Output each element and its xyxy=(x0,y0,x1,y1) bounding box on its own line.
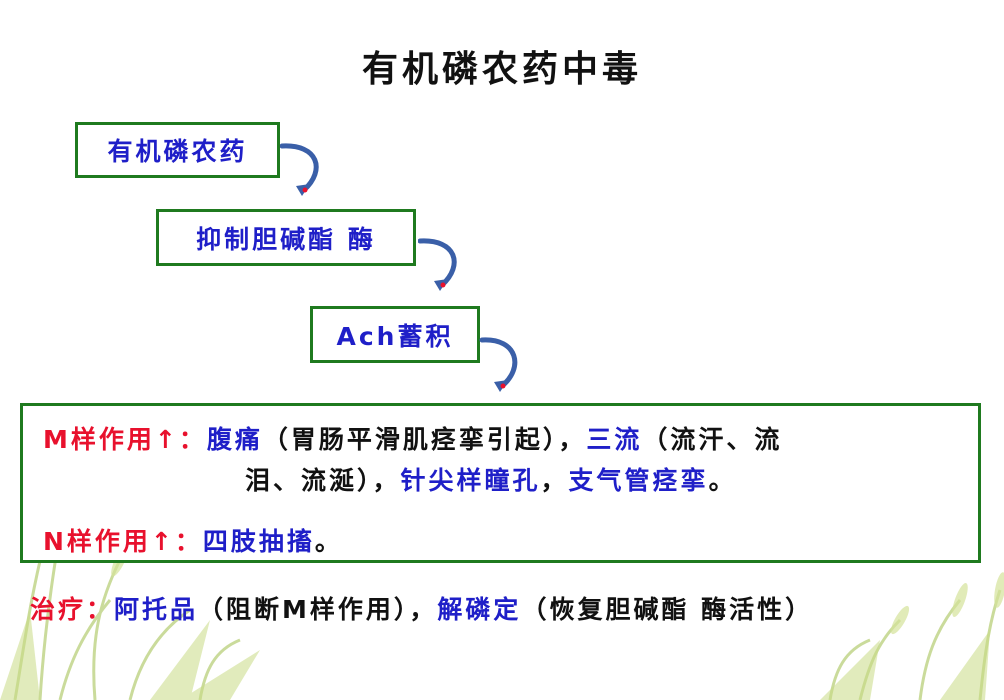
treatment-note: （恢复胆碱酯 酶活性） xyxy=(521,595,814,624)
m-effects-line1: M样作用↑：腹痛（胃肠平滑肌痉挛引起），三流（流汗、流 xyxy=(43,420,782,456)
flow-box-inhibit-cholinesterase: 抑制胆碱酯 酶 xyxy=(156,209,416,266)
treatment-note: （阻断M样作用）， xyxy=(198,595,438,624)
m-effect-note: 泪、流涎）， xyxy=(245,466,401,495)
effects-box: M样作用↑：腹痛（胃肠平滑肌痉挛引起），三流（流汗、流 泪、流涎），针尖样瞳孔，… xyxy=(20,403,981,563)
curved-arrow-icon xyxy=(280,143,319,196)
flow-box-organophosphate: 有机磷农药 xyxy=(75,122,280,178)
n-effect-end: 。 xyxy=(314,527,343,556)
m-effect-three-flows: 三流 xyxy=(586,425,643,454)
treatment-drug-pralidoxime: 解磷定 xyxy=(437,595,522,624)
m-effect-note: （胃肠平滑肌痉挛引起）， xyxy=(262,425,587,454)
m-effect-end: 。 xyxy=(708,466,737,495)
flow-box-label: 抑制胆碱酯 酶 xyxy=(196,224,376,254)
m-effect-pinpoint-pupils: 针尖样瞳孔 xyxy=(400,466,541,495)
m-effect-abdominal-pain: 腹痛 xyxy=(206,425,263,454)
n-effect-convulsions: 四肢抽搐 xyxy=(202,527,315,556)
n-effects-label: N样作用↑： xyxy=(43,527,203,556)
treatment-label: 治疗： xyxy=(30,595,115,624)
flow-box-ach-accumulation: Ach蓄积 xyxy=(310,306,480,363)
m-effect-separator: ， xyxy=(540,466,569,495)
m-effect-bronchospasm: 支气管痉挛 xyxy=(568,466,709,495)
treatment-line: 治疗：阿托品（阻断M样作用），解磷定（恢复胆碱酯 酶活性） xyxy=(30,590,813,626)
treatment-drug-atropine: 阿托品 xyxy=(114,595,199,624)
m-effects-line2: 泪、流涎），针尖样瞳孔，支气管痉挛。 xyxy=(245,461,737,497)
curved-arrow-icon xyxy=(418,238,457,291)
m-effect-note: （流汗、流 xyxy=(642,425,783,454)
curved-arrow-icon xyxy=(479,337,518,392)
flow-box-label: Ach蓄积 xyxy=(336,321,454,351)
n-effects-line: N样作用↑：四肢抽搐。 xyxy=(43,522,343,558)
flow-box-label: 有机磷农药 xyxy=(107,137,248,166)
m-effects-label: M样作用↑： xyxy=(43,425,207,454)
page-title: 有机磷农药中毒 xyxy=(361,48,642,90)
